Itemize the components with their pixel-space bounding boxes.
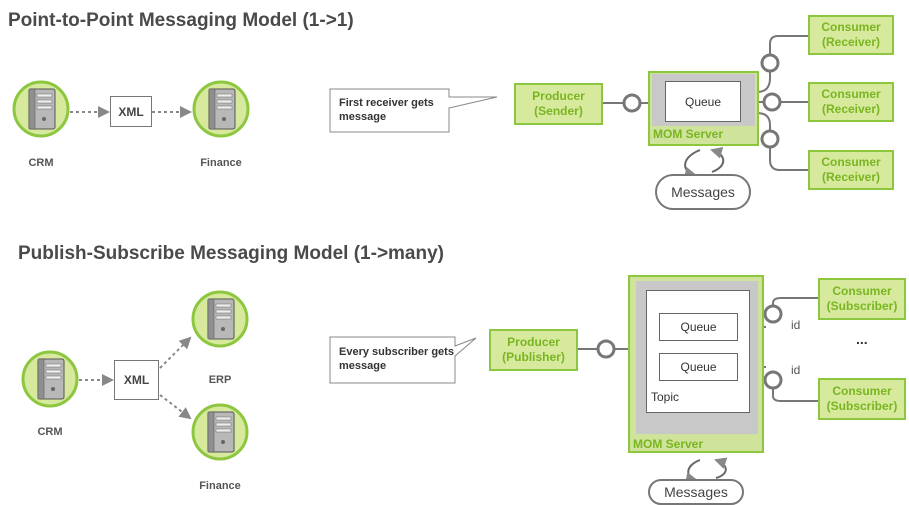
pubsub-consumer-1: Consumer (Subscriber) (818, 278, 906, 320)
pubsub-finance-label: Finance (199, 480, 241, 492)
p2p-finance-server-icon (192, 80, 250, 138)
p2p-finance-label: Finance (200, 157, 242, 169)
p2p-crm-server-icon (12, 80, 70, 138)
pubsub-consumer-2-line2: (Subscriber) (826, 399, 898, 413)
p2p-consumer-3-line1: Consumer (821, 155, 881, 169)
p2p-consumer-1-line1: Consumer (821, 20, 881, 34)
pubsub-xml-box: XML (114, 360, 159, 400)
pubsub-messages: Messages (648, 479, 744, 505)
p2p-messages: Messages (655, 174, 751, 210)
pubsub-mom-server-label: MOM Server (633, 437, 704, 451)
pubsub-queue-2: Queue (659, 353, 738, 381)
pubsub-producer-line2: (Publisher) (502, 350, 565, 364)
pubsub-queue-1: Queue (659, 313, 738, 341)
pubsub-finance-server-icon (191, 403, 249, 461)
p2p-producer-line2: (Sender) (534, 104, 583, 118)
p2p-consumer-2: Consumer (Receiver) (808, 82, 894, 122)
p2p-title: Point-to-Point Messaging Model (1->1) (8, 10, 354, 31)
pubsub-consumer-1-line2: (Subscriber) (826, 299, 898, 313)
p2p-xml-box: XML (110, 96, 152, 127)
pubsub-erp-server-icon (191, 290, 249, 348)
p2p-consumer-3: Consumer (Receiver) (808, 150, 894, 190)
pubsub-id-2: id (791, 363, 801, 377)
pubsub-producer-line1: Producer (507, 335, 560, 349)
pubsub-crm-server-icon (21, 350, 79, 408)
pubsub-topic-label: Topic (651, 390, 680, 404)
p2p-consumer-2-line1: Consumer (821, 87, 881, 101)
p2p-crm-label: CRM (28, 157, 54, 169)
pubsub-ellipsis: ... (856, 331, 868, 347)
p2p-consumer-2-line2: (Receiver) (821, 102, 881, 116)
p2p-consumer-1-line2: (Receiver) (821, 35, 881, 49)
pubsub-consumer-1-line1: Consumer (832, 284, 892, 298)
pubsub-consumer-2-line1: Consumer (832, 384, 892, 398)
pubsub-erp-label: ERP (208, 374, 232, 386)
pubsub-callout-text: Every subscriber gets message (339, 346, 454, 372)
p2p-producer-box: Producer (Sender) (514, 83, 603, 125)
pubsub-topic-box (646, 290, 750, 413)
pubsub-producer-box: Producer (Publisher) (489, 329, 578, 371)
p2p-queue: Queue (665, 81, 741, 122)
p2p-mom-server-label: MOM Server (653, 127, 724, 141)
pubsub-crm-label: CRM (37, 426, 63, 438)
p2p-producer-line1: Producer (532, 89, 585, 103)
p2p-callout-text: First receiver gets message (339, 97, 434, 123)
p2p-consumer-3-line2: (Receiver) (821, 170, 881, 184)
pubsub-title: Publish-Subscribe Messaging Model (1->ma… (18, 243, 444, 264)
p2p-consumer-1: Consumer (Receiver) (808, 15, 894, 55)
pubsub-consumer-2: Consumer (Subscriber) (818, 378, 906, 420)
pubsub-id-1: id (791, 318, 801, 332)
